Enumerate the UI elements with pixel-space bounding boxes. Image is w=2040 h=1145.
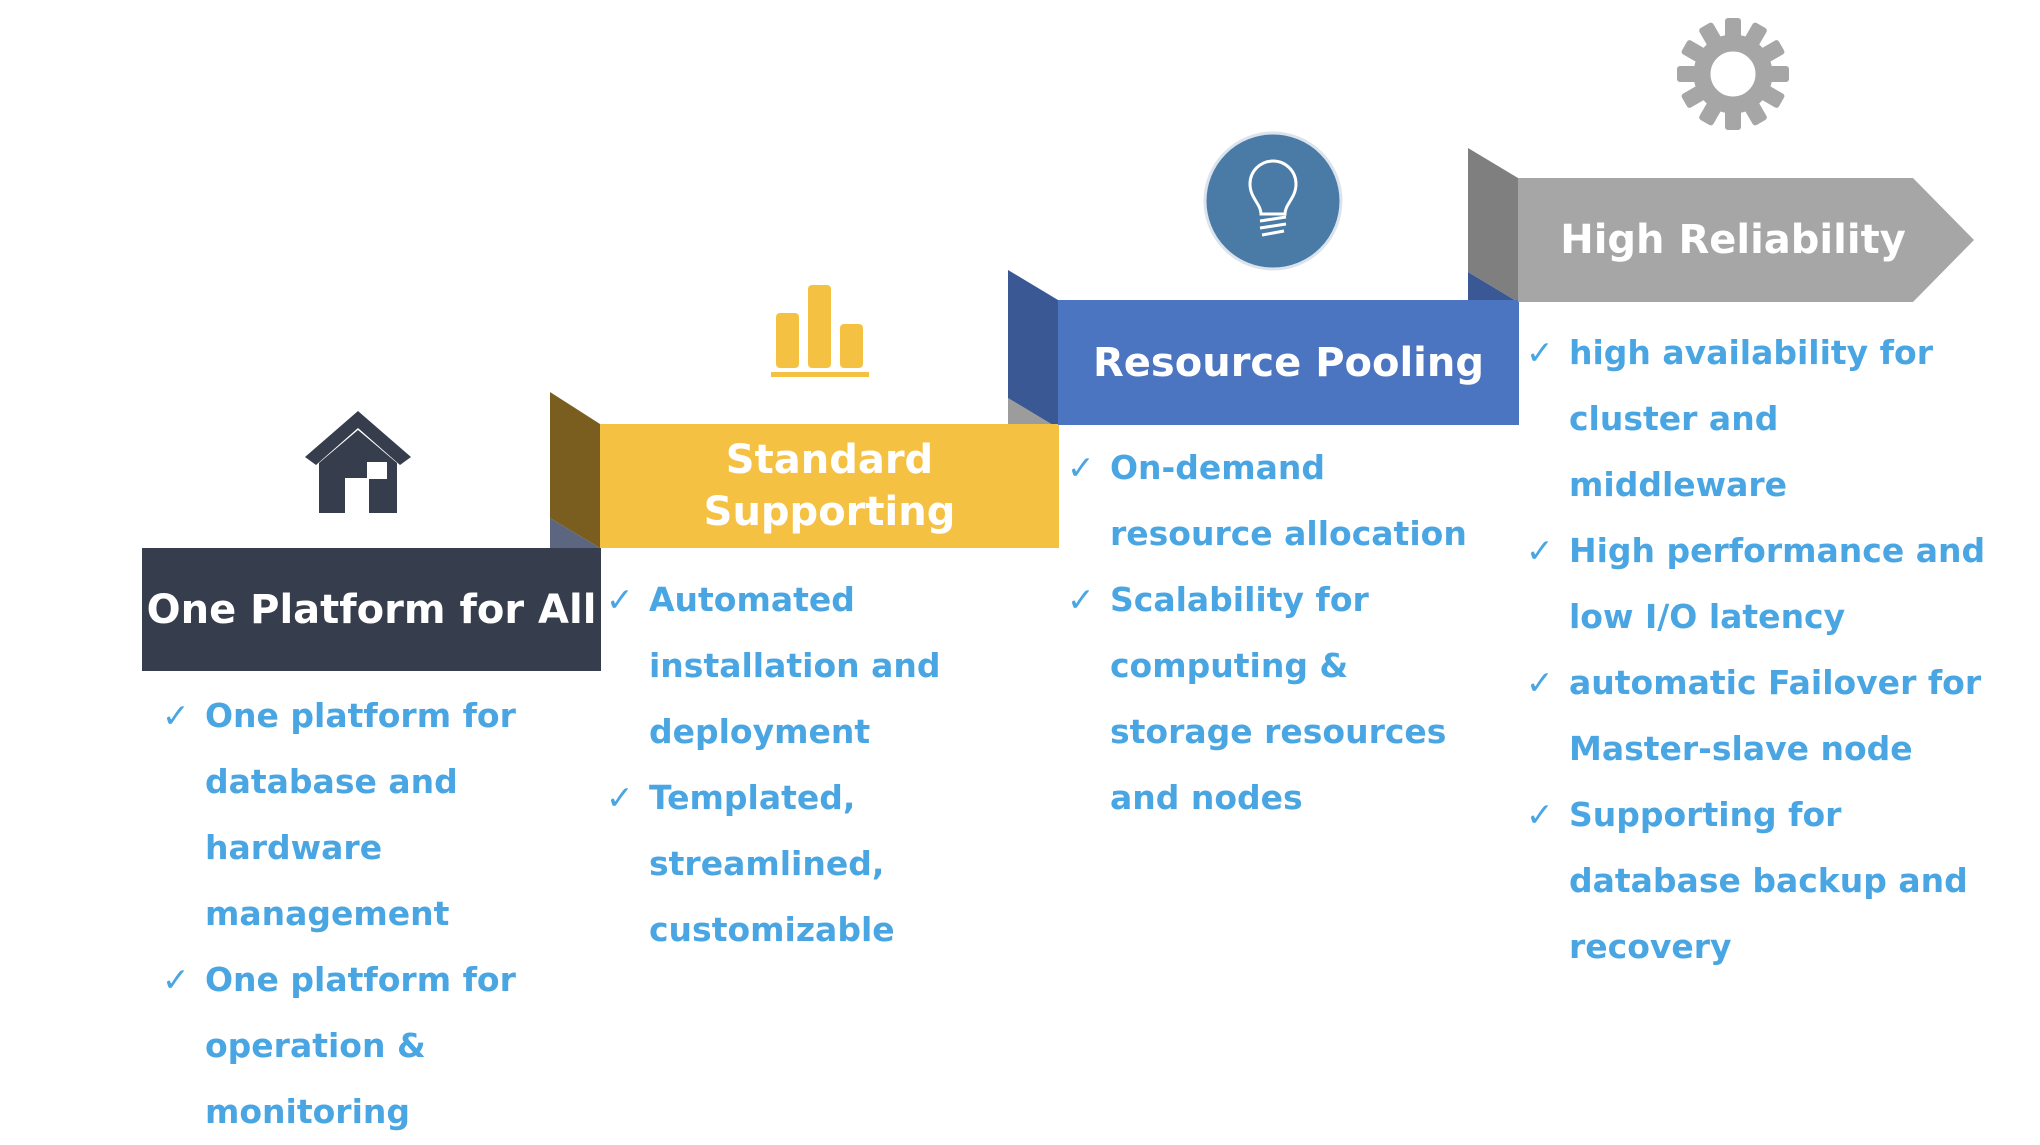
stage-3-bullets: ✓On-demand resource allocation ✓Scalabil… [1061, 435, 1491, 831]
house-icon [305, 411, 411, 513]
bullet-item: ✓Automated installation and deployment [600, 567, 1070, 765]
check-icon: ✓ [1526, 531, 1554, 570]
check-icon: ✓ [1067, 448, 1095, 487]
lightbulb-icon [1203, 131, 1343, 271]
check-icon: ✓ [1067, 580, 1095, 619]
step-3-bar [1058, 300, 1519, 425]
bullet-item: ✓Supporting for database backup and reco… [1520, 782, 1990, 980]
stage-2-bullets: ✓Automated installation and deployment ✓… [600, 567, 1070, 963]
step-2-fold [550, 392, 600, 548]
step-1-bar [142, 548, 601, 671]
bullet-item: ✓automatic Failover for Master-slave nod… [1520, 650, 1990, 782]
bullet-item: ✓high availability for cluster and middl… [1520, 320, 1990, 518]
stage-title-high-reliability: High Reliability [1560, 217, 1906, 263]
bullet-item: ✓Templated, streamlined, customizable [600, 765, 1070, 963]
bullet-item: ✓On-demand resource allocation [1061, 435, 1491, 567]
check-icon: ✓ [162, 960, 190, 999]
check-icon: ✓ [606, 778, 634, 817]
bullet-item: ✓Scalability for computing & storage res… [1061, 567, 1491, 831]
check-icon: ✓ [1526, 333, 1554, 372]
stage-1-bullets: ✓One platform for database and hardware … [156, 683, 626, 1145]
bullet-item: ✓One platform for database and hardware … [156, 683, 626, 947]
stage-title-one-platform: One Platform for All [146, 586, 597, 633]
bar-chart-icon [771, 285, 869, 377]
bullet-item: ✓One platform for operation & monitoring [156, 947, 626, 1145]
staircase-diagram [142, 18, 1974, 671]
stage-title-resource-pooling: Resource Pooling [1093, 339, 1484, 386]
step-4-arrow [1518, 178, 1974, 302]
gear-icon [1677, 18, 1789, 130]
step-4-fold [1468, 148, 1518, 302]
stage-title-standard-supporting: Standard Supporting [703, 437, 956, 535]
check-icon: ✓ [162, 696, 190, 735]
step-2-bar [600, 424, 1059, 548]
step-3-fold [1008, 270, 1058, 428]
check-icon: ✓ [1526, 795, 1554, 834]
check-icon: ✓ [1526, 663, 1554, 702]
check-icon: ✓ [606, 580, 634, 619]
bullet-item: ✓High performance and low I/O latency [1520, 518, 1990, 650]
stage-4-bullets: ✓high availability for cluster and middl… [1520, 320, 1990, 980]
